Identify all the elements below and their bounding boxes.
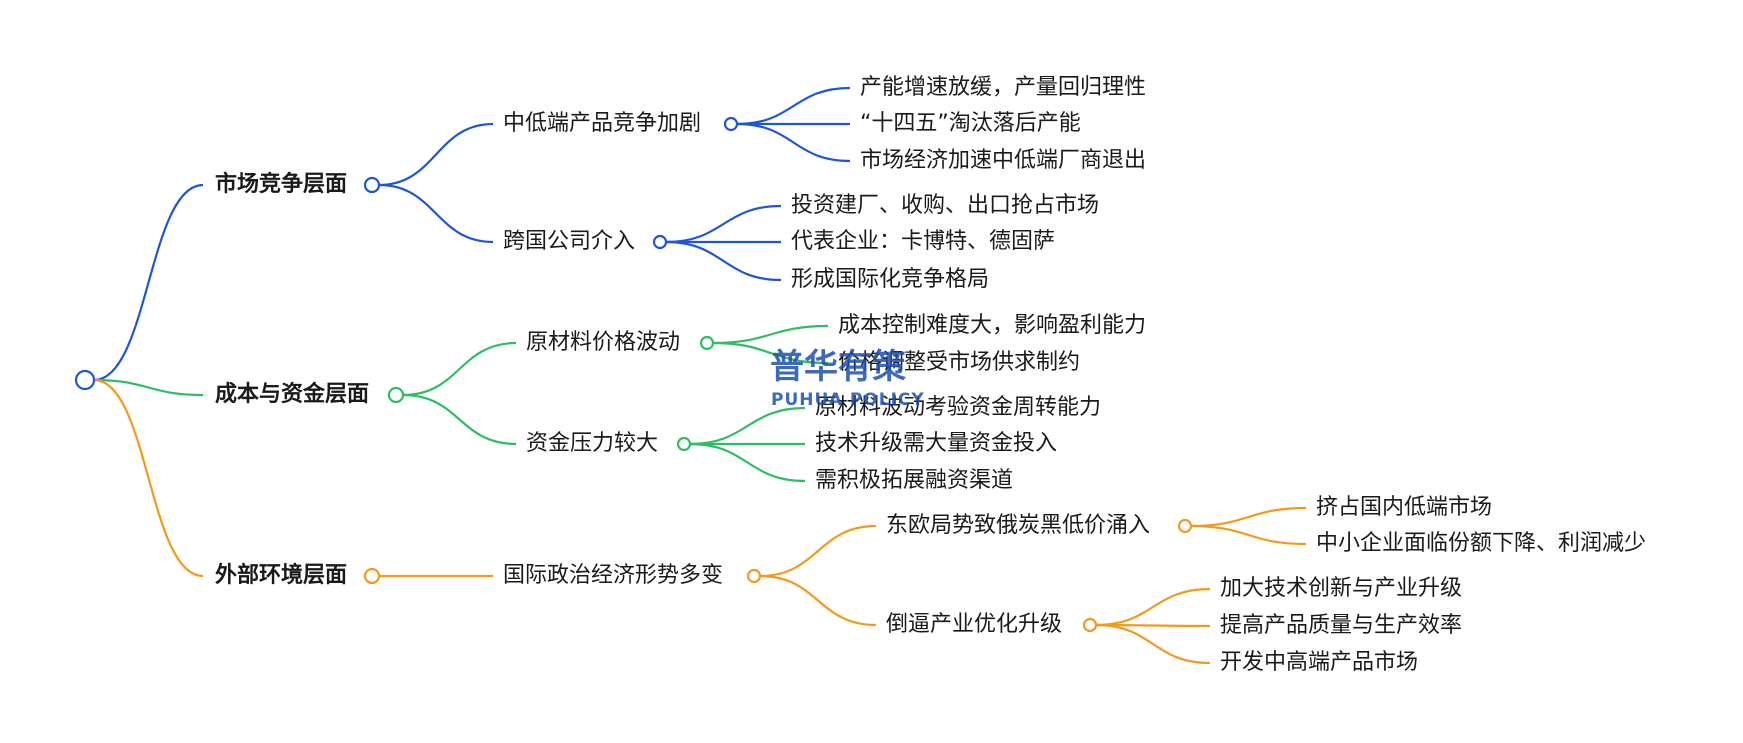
watermark-logo: 普华有策 PUHUA POLICY [770,347,925,410]
node-label-d3: 加大技术创新与产业升级 [1220,576,1462,601]
connector-line-d1 [378,122,494,187]
expand-toggle-d1[interactable] [652,234,668,250]
connector-line-d2 [689,442,806,483]
node-label-d2: 技术升级需大量资金投入 [815,431,1057,456]
node-label-d2: 原材料波动考验资金周转能力 [815,395,1101,420]
expand-toggle-d1[interactable] [723,116,739,132]
node-label-d3: 开发中高端产品市场 [1220,650,1418,675]
node-label-d2: 需积极拓展融资渠道 [815,468,1013,493]
node-label-d2: 东欧局势致俄炭黑低价涌入 [886,513,1150,538]
node-label-d2: 市场经济加速中低端厂商退出 [860,148,1146,173]
branch-expand-toggle[interactable] [387,386,405,404]
node-label-d2: 产能增速放缓，产量回归理性 [860,75,1146,100]
connector-line-d3 [1190,524,1307,546]
branch-label: 市场竞争层面 [215,171,347,197]
node-label-d2: 倒逼产业优化升级 [886,612,1062,637]
watermark-subtitle: PUHUA POLICY [771,390,925,410]
connector-line-d1 [402,393,517,446]
node-label-d3: 中小企业面临份额下降、利润减少 [1316,531,1646,556]
mind-map-nodes: 市场竞争层面 中低端产品竞争加剧 产能增速放缓，产量回归理性 “十四五”淘汰落后产能市… [74,75,1646,675]
node-label-d2: “十四五”淘汰落后产能 [860,111,1081,136]
node-label-d2: 投资建厂、收购、出口抢占市场 [791,193,1099,218]
connector-line-d2 [689,406,806,446]
connector-line-d2 [712,341,829,365]
node-label-d1: 原材料价格波动 [526,330,680,355]
connector-line-d2 [736,86,851,126]
expand-toggle-d1[interactable] [676,436,692,452]
connector-line-d3 [1095,623,1211,665]
connector-line-root [93,183,204,382]
branch-label: 成本与资金层面 [215,381,369,407]
connector-line-d2 [665,204,782,244]
expand-toggle-d1[interactable] [746,568,762,584]
connector-line-d1 [402,341,517,397]
connector-line-root [93,378,204,578]
node-label-d1: 国际政治经济形势多变 [503,563,723,588]
connector-line-d2 [736,122,851,163]
connector-line-d3 [1190,506,1307,528]
branch-label: 外部环境层面 [215,562,347,588]
node-label-d1: 中低端产品竞争加剧 [503,111,701,136]
connector-lines [93,86,1307,665]
branch-expand-toggle[interactable] [363,567,381,585]
connector-line-d2 [759,524,877,578]
node-label-d2: 代表企业：卡博特、德固萨 [791,229,1055,254]
connector-line-d2 [665,240,782,282]
connector-line-d3 [1095,623,1211,628]
connector-line-d3 [1095,587,1211,627]
node-label-d1: 资金压力较大 [526,431,658,456]
watermark-title: 普华有策 [770,347,906,387]
expand-toggle-d2[interactable] [1082,617,1098,633]
branch-expand-toggle[interactable] [363,176,381,194]
node-label-d2: 成本控制难度大，影响盈利能力 [838,313,1146,338]
connector-line-d2 [759,574,877,627]
node-label-d2: 价格调整受市场供求制约 [838,350,1080,375]
node-label-d3: 挤占国内低端市场 [1316,495,1492,520]
expand-toggle-d1[interactable] [699,335,715,351]
root-node-circle[interactable] [74,369,96,391]
node-label-d3: 提高产品质量与生产效率 [1220,613,1462,638]
connector-line-d2 [712,324,829,345]
node-label-d1: 跨国公司介入 [503,229,635,254]
connector-line-root [93,378,204,397]
connector-line-d1 [378,183,494,244]
node-label-d2: 形成国际化竞争格局 [791,267,989,292]
expand-toggle-d2[interactable] [1177,518,1193,534]
